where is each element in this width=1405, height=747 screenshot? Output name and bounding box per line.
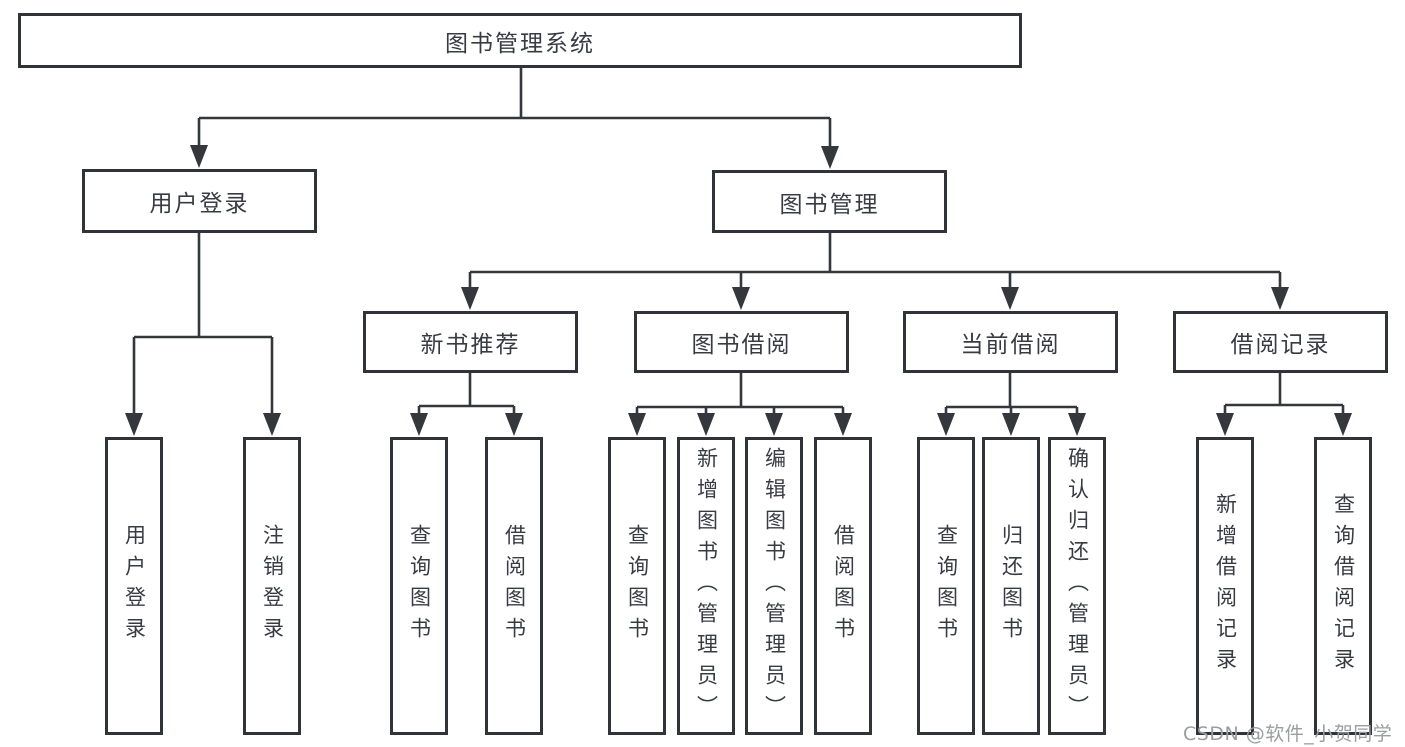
node-borrowing-records: 借阅记录 xyxy=(1173,311,1388,373)
node-label: 查询借阅记录 xyxy=(1331,493,1356,679)
node-current-borrowing: 当前借阅 xyxy=(903,311,1118,373)
node-label: 当前借阅 xyxy=(960,332,1061,358)
node-label: 新书推荐 xyxy=(420,332,521,358)
node-label: 注销登录 xyxy=(260,524,285,648)
node-leaf-add-borrow-record: 新增借阅记录 xyxy=(1196,437,1254,735)
node-leaf-query-books-borrow: 查询图书 xyxy=(608,437,666,735)
node-label: 查询图书 xyxy=(407,524,432,648)
node-book-management: 图书管理 xyxy=(712,170,947,233)
node-label: 查询图书 xyxy=(625,524,650,648)
node-label: 编辑图书（管理员） xyxy=(762,446,787,726)
node-label: 借阅图书 xyxy=(502,524,527,648)
node-leaf-query-books-recommend: 查询图书 xyxy=(390,437,448,735)
node-book-borrowing: 图书借阅 xyxy=(634,311,849,373)
node-leaf-borrow-books-borrow: 借阅图书 xyxy=(814,437,872,735)
node-book-management-system: 图书管理系统 xyxy=(18,13,1022,68)
node-new-book-recommendation: 新书推荐 xyxy=(363,311,578,373)
csdn-watermark: CSDN @软件_小贺同学 xyxy=(1183,723,1393,745)
node-leaf-query-borrow-record: 查询借阅记录 xyxy=(1314,437,1372,735)
node-label: 图书管理 xyxy=(779,191,880,218)
node-leaf-return-book: 归还图书 xyxy=(982,437,1040,735)
node-label: 新增借阅记录 xyxy=(1213,493,1238,679)
node-leaf-query-books-current: 查询图书 xyxy=(917,437,975,735)
node-leaf-edit-book-admin: 编辑图书（管理员） xyxy=(745,437,803,735)
node-user-login: 用户登录 xyxy=(82,169,317,233)
node-label: 查询图书 xyxy=(934,524,959,648)
node-leaf-borrow-books-recommend: 借阅图书 xyxy=(485,437,543,735)
node-leaf-add-book-admin: 新增图书（管理员） xyxy=(677,437,735,735)
node-leaf-confirm-return-admin: 确认归还（管理员） xyxy=(1048,437,1106,735)
node-label: 确认归还（管理员） xyxy=(1065,446,1090,726)
node-label: 图书借阅 xyxy=(691,332,792,358)
node-label: 图书管理系统 xyxy=(445,30,595,57)
node-label: 借阅图书 xyxy=(831,524,856,648)
node-label: 用户登录 xyxy=(122,524,147,648)
node-label: 借阅记录 xyxy=(1230,332,1331,358)
node-leaf-user-login: 用户登录 xyxy=(105,437,163,735)
node-label: 新增图书（管理员） xyxy=(694,446,719,726)
node-label: 用户登录 xyxy=(149,191,250,217)
node-label: 归还图书 xyxy=(999,524,1024,648)
node-leaf-logout: 注销登录 xyxy=(243,437,301,735)
